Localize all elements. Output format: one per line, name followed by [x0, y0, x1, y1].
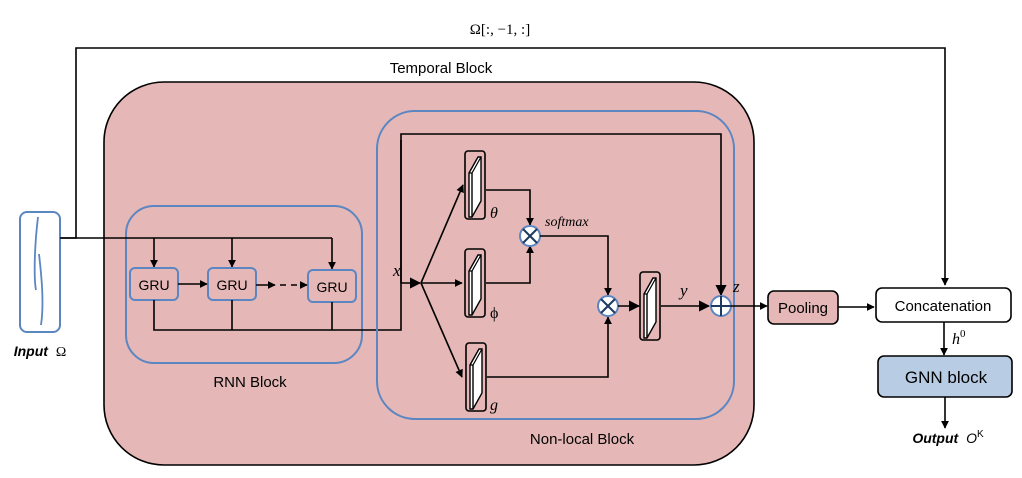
temporal-block [103, 81, 755, 466]
g-label: g [490, 397, 498, 414]
z-label: z [732, 277, 740, 296]
matmul-icon [519, 225, 541, 247]
y-label: y [678, 281, 688, 300]
input-sequence [19, 211, 61, 333]
skip-connection-label: Ω[:, −1, :] [470, 22, 530, 38]
svg-text:GNN block: GNN block [905, 368, 988, 387]
gru-cell: GRU [307, 269, 357, 303]
h0-label: h0 [952, 328, 966, 348]
gru-cell: GRU [207, 267, 257, 301]
theta-label: θ [490, 205, 498, 222]
x-label: x [392, 261, 401, 280]
phi-label: ϕ [490, 305, 498, 322]
add-icon [710, 295, 732, 317]
svg-text:GRU: GRU [316, 279, 347, 295]
pooling-box: Pooling [767, 290, 839, 325]
nonlocal-block-label: Non-local Block [530, 431, 635, 448]
rnn-block [125, 205, 363, 364]
gnn-block: GNN block [877, 355, 1013, 398]
concatenation-box: Concatenation [875, 287, 1012, 323]
svg-text:Concatenation: Concatenation [895, 298, 992, 315]
temporal-block-label: Temporal Block [390, 60, 493, 77]
gru-cell: GRU [129, 267, 179, 301]
svg-text:GRU: GRU [216, 277, 247, 293]
nonlocal-block [376, 110, 735, 420]
softmax-label: softmax [545, 215, 589, 230]
input-label-text: Input [14, 343, 50, 359]
input-label: Input Ω [14, 343, 67, 360]
matmul-icon [597, 295, 619, 317]
input-symbol: Ω [56, 345, 66, 360]
rnn-block-label: RNN Block [213, 374, 287, 391]
svg-text:Pooling: Pooling [778, 300, 828, 317]
output-label: Output OK [912, 429, 984, 446]
svg-text:GRU: GRU [138, 277, 169, 293]
